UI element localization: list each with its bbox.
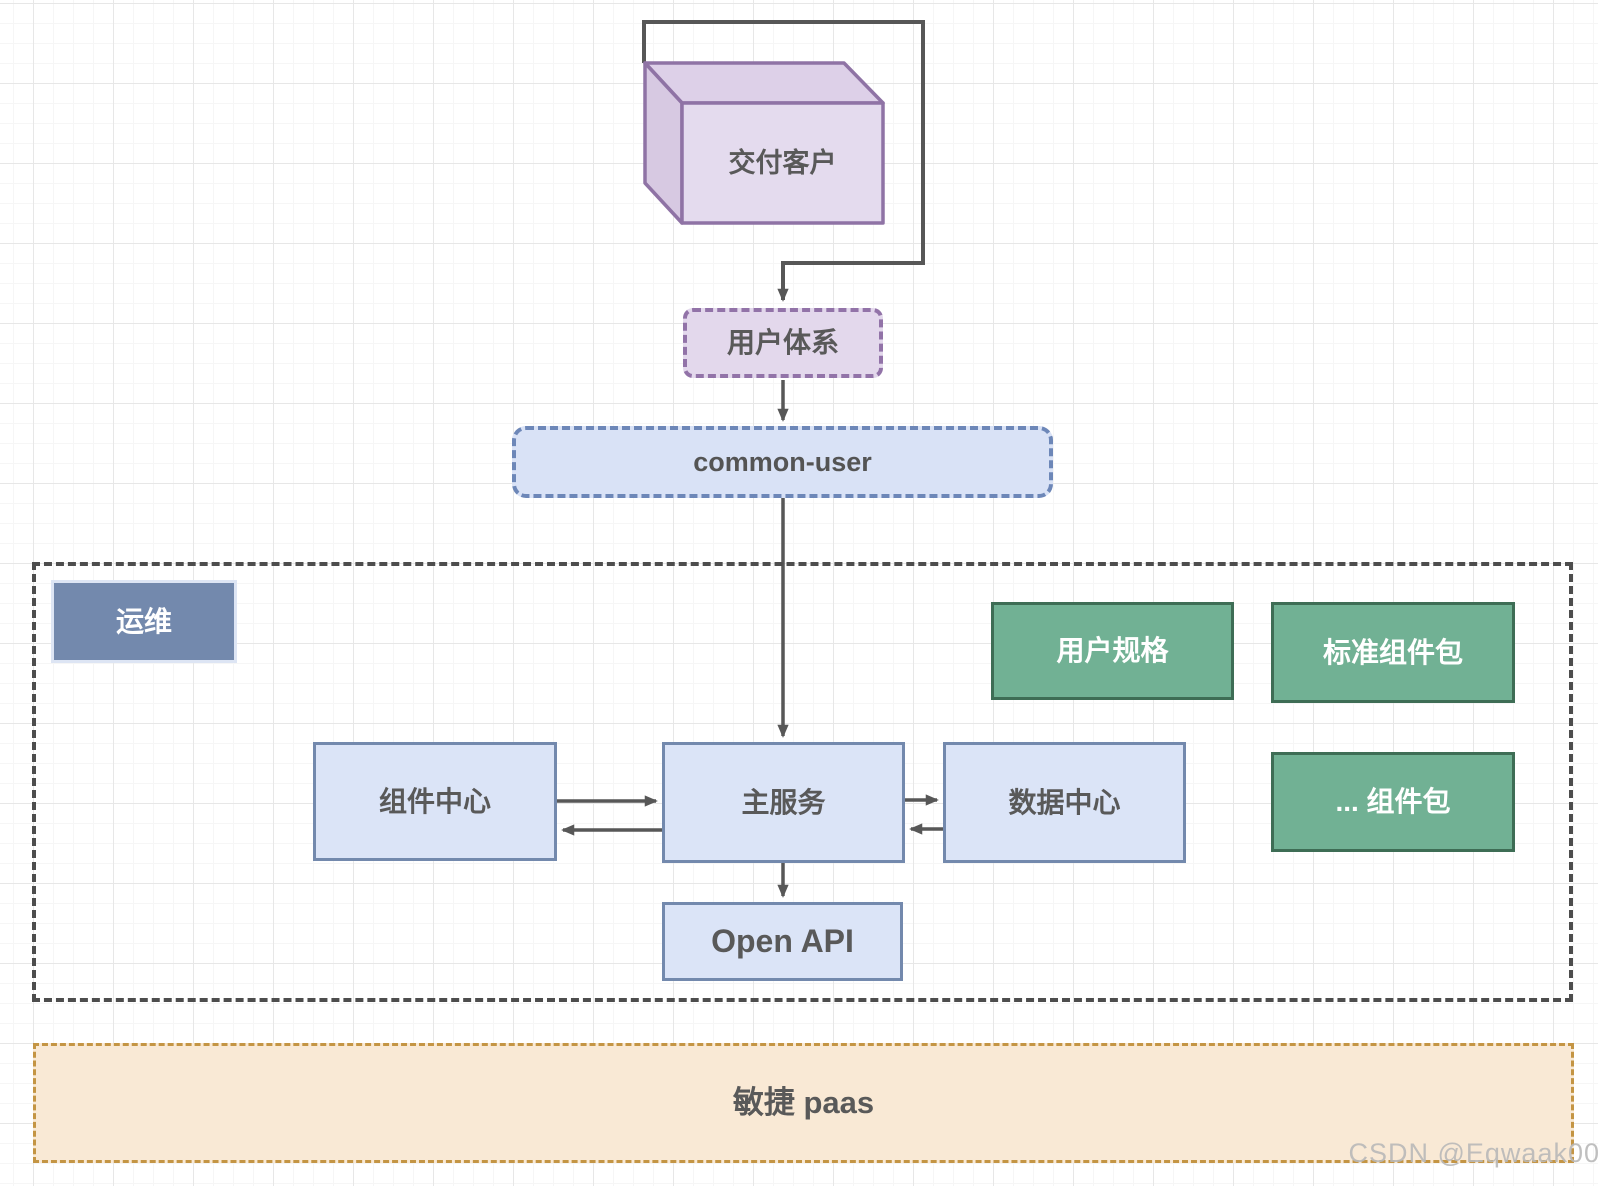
standard-component-package-node: 标准组件包 [1271, 602, 1515, 703]
watermark: CSDN @Eqwaak00 [1348, 1138, 1598, 1168]
data-center-node: 数据中心 [943, 742, 1186, 863]
connector-customer-loop [642, 20, 925, 302]
user-system-node: 用户体系 [683, 308, 883, 378]
component-center-node: 组件中心 [313, 742, 557, 861]
cube-front-face [680, 101, 885, 225]
agile-paas-node: 敏捷 paas [33, 1043, 1574, 1163]
main-service-node: 主服务 [662, 742, 905, 863]
delivered-customer-cube [643, 61, 885, 225]
deliver-customer-label: 交付客户 [728, 147, 837, 178]
ops-zone-container [32, 562, 1573, 1002]
other-component-package-node: ... 组件包 [1271, 752, 1515, 852]
open-api-node: Open API [662, 902, 903, 981]
user-spec-node: 用户规格 [991, 602, 1234, 700]
ops-label-node: 运维 [51, 580, 237, 663]
cube-top-face [643, 61, 885, 105]
common-user-node: common-user [512, 426, 1053, 498]
